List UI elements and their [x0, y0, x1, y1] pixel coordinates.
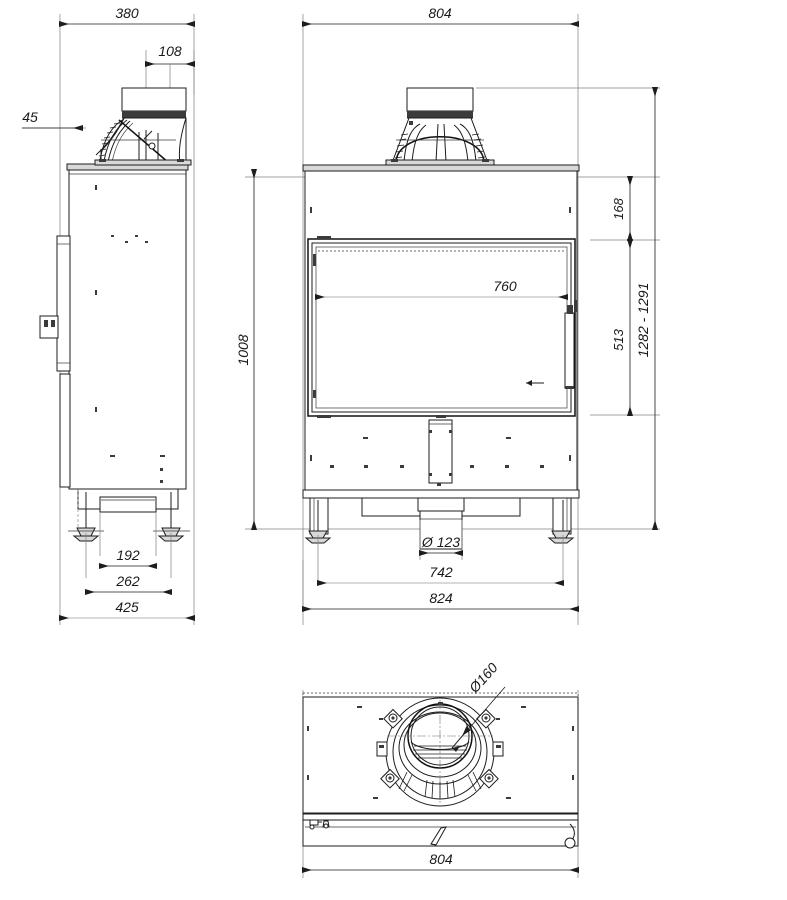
dim-824-label: 824 — [429, 590, 453, 606]
dim-380: 380 — [59, 5, 195, 27]
dim-742-label: 742 — [429, 564, 453, 580]
dim-513: 513 — [611, 239, 633, 416]
dim-262: 262 — [85, 573, 172, 595]
dim-760: 760 — [315, 278, 568, 300]
dim-425-label: 425 — [115, 599, 139, 615]
dim-804-bottom-label: 804 — [429, 851, 453, 867]
dim-45: 45 — [22, 109, 83, 131]
dim-760-label: 760 — [493, 278, 517, 294]
top-view: Ø160 804 — [302, 659, 579, 878]
side-view-body — [39, 163, 189, 490]
side-view-bottom-dims: 192 262 425 — [59, 512, 195, 621]
side-view-flue-collar — [94, 87, 192, 166]
dim-804-top-label: 804 — [428, 5, 452, 21]
dim-192: 192 — [99, 547, 157, 569]
front-view-bottom-dims: Ø 123 742 824 — [302, 520, 579, 612]
dim-742: 742 — [317, 564, 564, 586]
dim-total-height: 1282 - 1291 — [635, 87, 658, 530]
top-view-flue-collar — [376, 697, 504, 807]
dim-804-bottom: 804 — [302, 851, 579, 873]
dim-192-label: 192 — [116, 547, 140, 563]
front-view-ash-drawer — [428, 415, 453, 486]
dim-108: 108 — [145, 43, 195, 88]
dim-425: 425 — [59, 599, 195, 621]
dim-513-label: 513 — [611, 328, 626, 350]
dim-380-label: 380 — [115, 5, 139, 21]
dim-123-label: Ø 123 — [421, 534, 460, 550]
dim-108-label: 108 — [158, 43, 182, 59]
top-view-front-rail — [302, 813, 579, 849]
dim-total-height-label: 1282 - 1291 — [635, 283, 651, 358]
side-view: 380 108 45 — [22, 5, 195, 625]
top-view-mounting-bolts — [376, 702, 504, 789]
front-view: 804 — [235, 5, 660, 625]
dim-diameter-123: Ø 123 — [419, 534, 463, 556]
dim-1008-label: 1008 — [235, 334, 251, 365]
dim-262-label: 262 — [115, 573, 140, 589]
door-direction-arrow — [526, 380, 544, 386]
dim-804-top: 804 — [302, 5, 579, 27]
top-view-fixing-marks — [307, 706, 574, 799]
dim-168: 168 — [611, 176, 633, 241]
dim-824: 824 — [302, 590, 579, 612]
front-view-base — [302, 489, 580, 550]
front-view-glass-door: 760 — [307, 236, 577, 418]
dim-168-label: 168 — [611, 197, 626, 219]
dim-45-label: 45 — [22, 109, 38, 125]
dim-1008: 1008 — [235, 169, 257, 530]
rail-icon-cluster — [309, 819, 330, 830]
